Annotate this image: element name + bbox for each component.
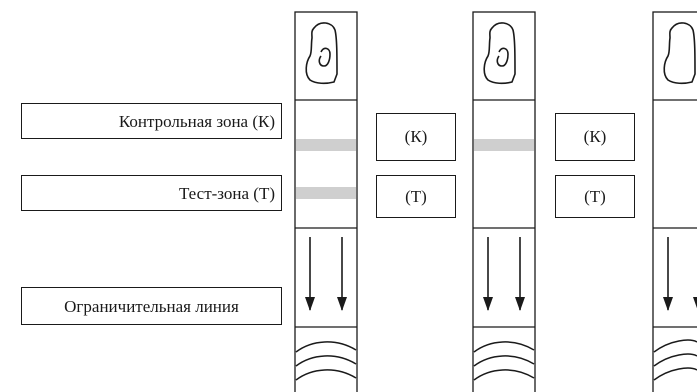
strip-1 bbox=[294, 11, 358, 392]
strip-1-test-zone-box: (Т) bbox=[376, 175, 456, 218]
strip-3 bbox=[652, 11, 697, 392]
strip-1-wavy-lines bbox=[295, 341, 357, 381]
strip-2-test-zone-box: (Т) bbox=[555, 175, 635, 218]
strip-2 bbox=[472, 11, 536, 392]
strip-2-control-zone-box: (К) bbox=[555, 113, 635, 161]
hand-icon bbox=[305, 22, 338, 85]
limit-line-label: Ограничительная линия bbox=[21, 287, 282, 325]
strip-1-control-band bbox=[296, 139, 356, 151]
strip-1-control-zone-box: (К) bbox=[376, 113, 456, 161]
strip-2-outline bbox=[472, 11, 536, 392]
strip-2-control-band bbox=[474, 139, 534, 151]
control-zone-label: Контрольная зона (К) bbox=[21, 103, 282, 139]
strip-3-outline bbox=[652, 11, 697, 392]
strip-2-wavy-lines bbox=[473, 341, 535, 381]
test-zone-label: Тест-зона (Т) bbox=[21, 175, 282, 211]
strip-3-wavy-lines bbox=[653, 339, 697, 381]
strip-1-test-band bbox=[296, 187, 356, 199]
hand-icon bbox=[663, 22, 696, 85]
hand-icon bbox=[483, 22, 516, 85]
strip-1-outline bbox=[294, 11, 358, 392]
